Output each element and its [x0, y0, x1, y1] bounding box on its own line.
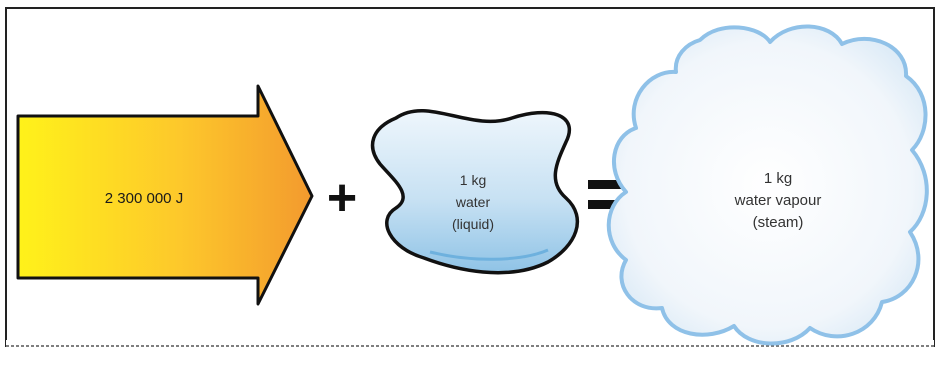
energy-label: 2 300 000 J — [105, 190, 183, 207]
bottom-strip — [6, 340, 934, 354]
water-line1: 1 kg — [460, 172, 486, 188]
steam-line2: water vapour — [734, 192, 822, 209]
water-puddle-icon — [373, 111, 578, 273]
water-line3: (liquid) — [452, 216, 494, 232]
water-line2: water — [455, 194, 491, 210]
steam-line3: (steam) — [753, 214, 804, 231]
plus-sign: + — [327, 169, 357, 227]
steam-line1: 1 kg — [764, 170, 792, 187]
